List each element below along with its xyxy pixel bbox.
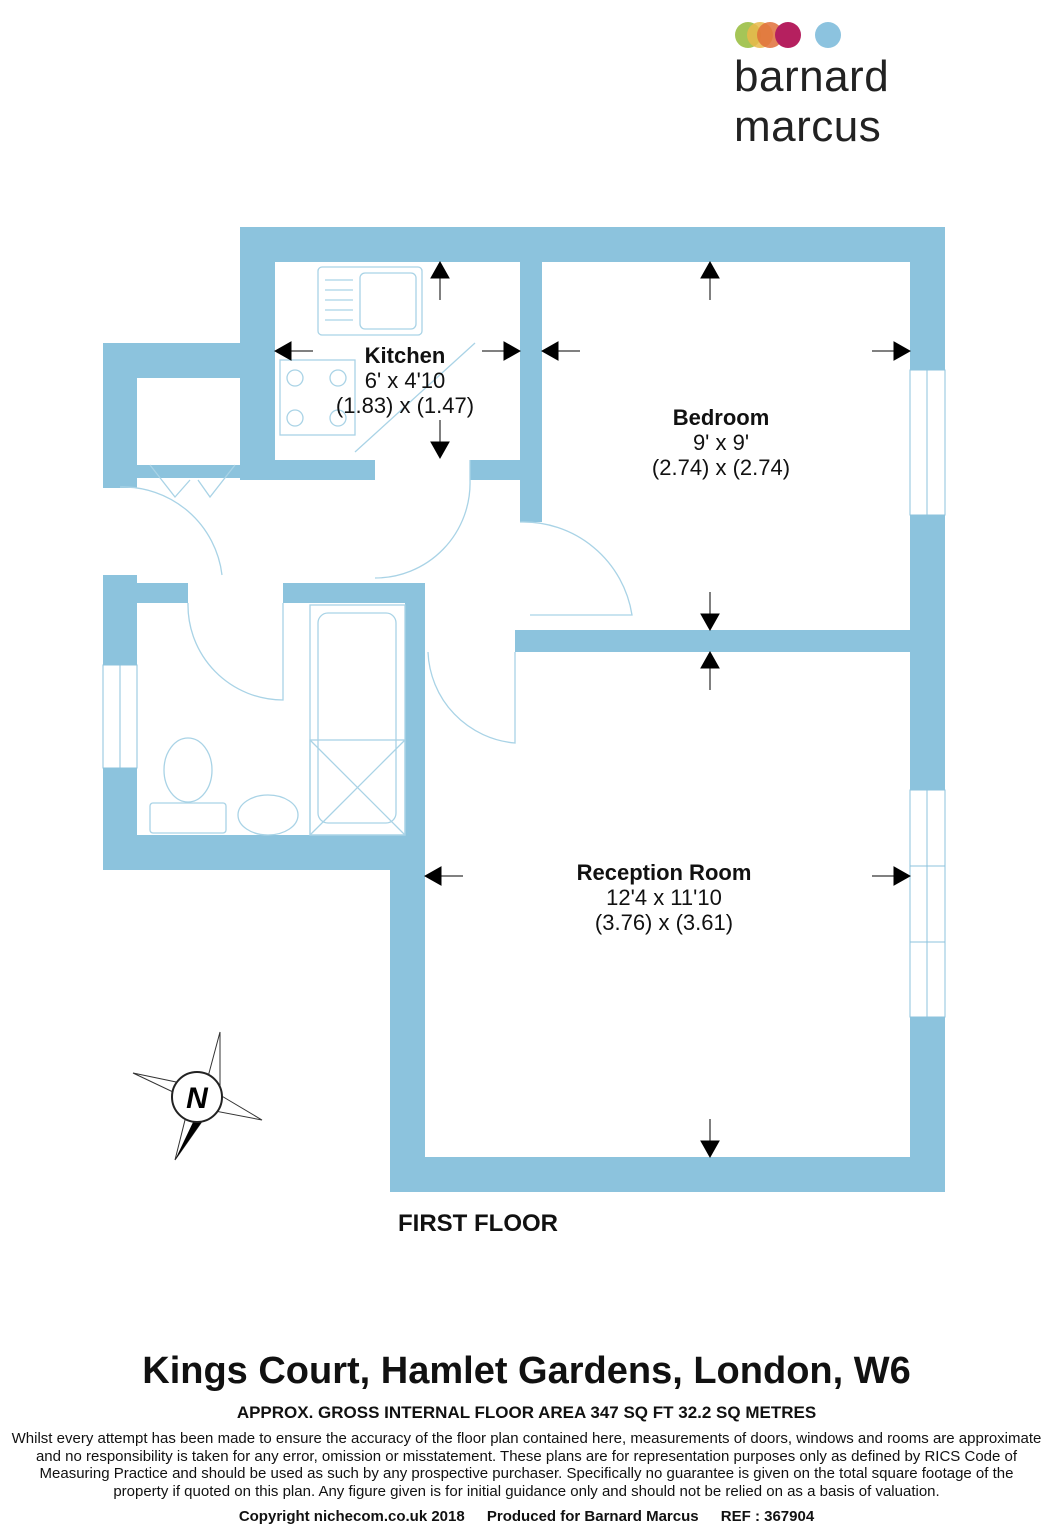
compass-label: N [186,1082,209,1115]
compass-north-icon: N [132,1031,263,1161]
floor-label: FIRST FLOOR [398,1210,558,1237]
property-address: Kings Court, Hamlet Gardens, London, W6 [142,1350,911,1392]
copyright-line: Copyright nichecom.co.uk 2018 Produced f… [0,1508,1053,1525]
logo-text: barnard marcus [734,52,890,151]
room-metric: (3.76) x (3.61) [594,910,734,935]
room-bedroom: Bedroom 9' x 9' (2.74) x (2.74) [652,405,790,480]
room-metric: (1.83) x (1.47) [335,393,475,418]
floor-area: APPROX. GROSS INTERNAL FLOOR AREA 347 SQ… [236,1403,817,1422]
floor-plan: N [102,227,946,1192]
room-imperial: 9' x 9' [692,430,750,455]
room-kitchen: Kitchen 6' x 4'10 (1.83) x (1.47) [336,343,474,418]
room-imperial: 6' x 4'10 [364,368,446,393]
walls [103,227,945,1192]
copyright: Copyright nichecom.co.uk 2018 [238,1508,465,1525]
fixtures [119,266,633,836]
dimension-arrows [273,260,912,1159]
room-reception: Reception Room 12'4 x 11'10 (3.76) x (3.… [577,860,752,935]
room-imperial: 12'4 x 11'10 [606,885,722,910]
disclaimer: Whilst every attempt has been made to en… [11,1430,1042,1500]
room-name: Bedroom [672,405,770,430]
reference: REF : 367904 [720,1508,815,1525]
brand-logo: barnard marcus [730,18,1040,151]
windows [102,369,946,1018]
room-name: Kitchen [364,343,446,368]
room-name: Reception Room [576,860,752,885]
logo-dots-icon [735,22,841,48]
room-metric: (2.74) x (2.74) [651,455,791,480]
produced-for: Produced for Barnard Marcus [486,1508,699,1525]
